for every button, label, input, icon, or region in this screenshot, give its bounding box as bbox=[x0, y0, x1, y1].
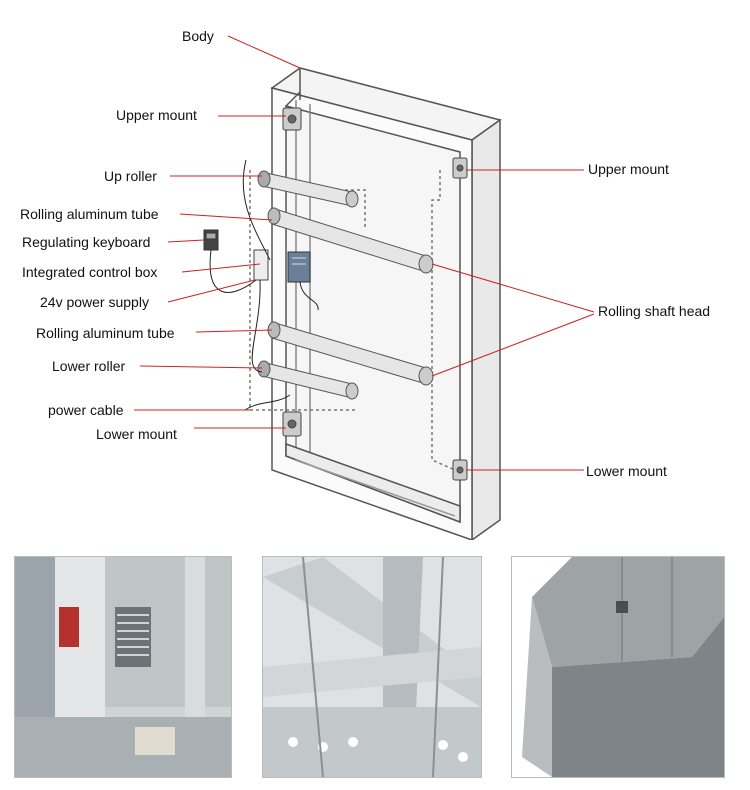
label-control-box: Integrated control box bbox=[22, 264, 158, 280]
label-body: Body bbox=[182, 28, 214, 44]
label-rolling-tube-lower: Rolling aluminum tube bbox=[36, 325, 175, 341]
up-roller-tube bbox=[257, 170, 359, 208]
label-lower-mount-left: Lower mount bbox=[96, 426, 177, 442]
label-lower-mount-right: Lower mount bbox=[586, 463, 667, 479]
label-rolling-shaft-head: Rolling shaft head bbox=[598, 303, 711, 319]
label-upper-mount-right: Upper mount bbox=[588, 161, 669, 177]
photo-cabinet-interior bbox=[14, 556, 232, 778]
label-upper-mount-left: Upper mount bbox=[116, 107, 197, 123]
label-power-cable: power cable bbox=[48, 402, 124, 418]
integrated-control-box bbox=[287, 251, 311, 283]
label-lower-roller: Lower roller bbox=[52, 358, 126, 374]
wiring bbox=[209, 159, 319, 411]
label-up-roller: Up roller bbox=[104, 168, 157, 184]
lower-mount-left bbox=[282, 411, 302, 437]
lightbox-exploded-diagram bbox=[134, 35, 595, 540]
rolling-aluminum-tube-upper bbox=[267, 207, 434, 274]
upper-mount-left bbox=[282, 107, 302, 131]
power-supply-unit bbox=[253, 249, 269, 281]
photo-roller-frame bbox=[262, 556, 482, 778]
photo-cabinet-edge bbox=[511, 556, 725, 778]
rolling-aluminum-tube-lower bbox=[267, 321, 434, 386]
label-rolling-tube-upper: Rolling aluminum tube bbox=[20, 206, 159, 222]
label-regulating-keyboard: Regulating keyboard bbox=[22, 234, 151, 250]
lower-mount-right bbox=[452, 459, 468, 481]
regulating-keyboard-device bbox=[203, 229, 219, 251]
upper-mount-right bbox=[452, 157, 468, 179]
lower-roller-tube bbox=[257, 360, 359, 400]
leader-lines bbox=[134, 35, 595, 471]
cabinet-body bbox=[249, 67, 502, 540]
label-power-supply: 24v power supply bbox=[40, 294, 149, 310]
